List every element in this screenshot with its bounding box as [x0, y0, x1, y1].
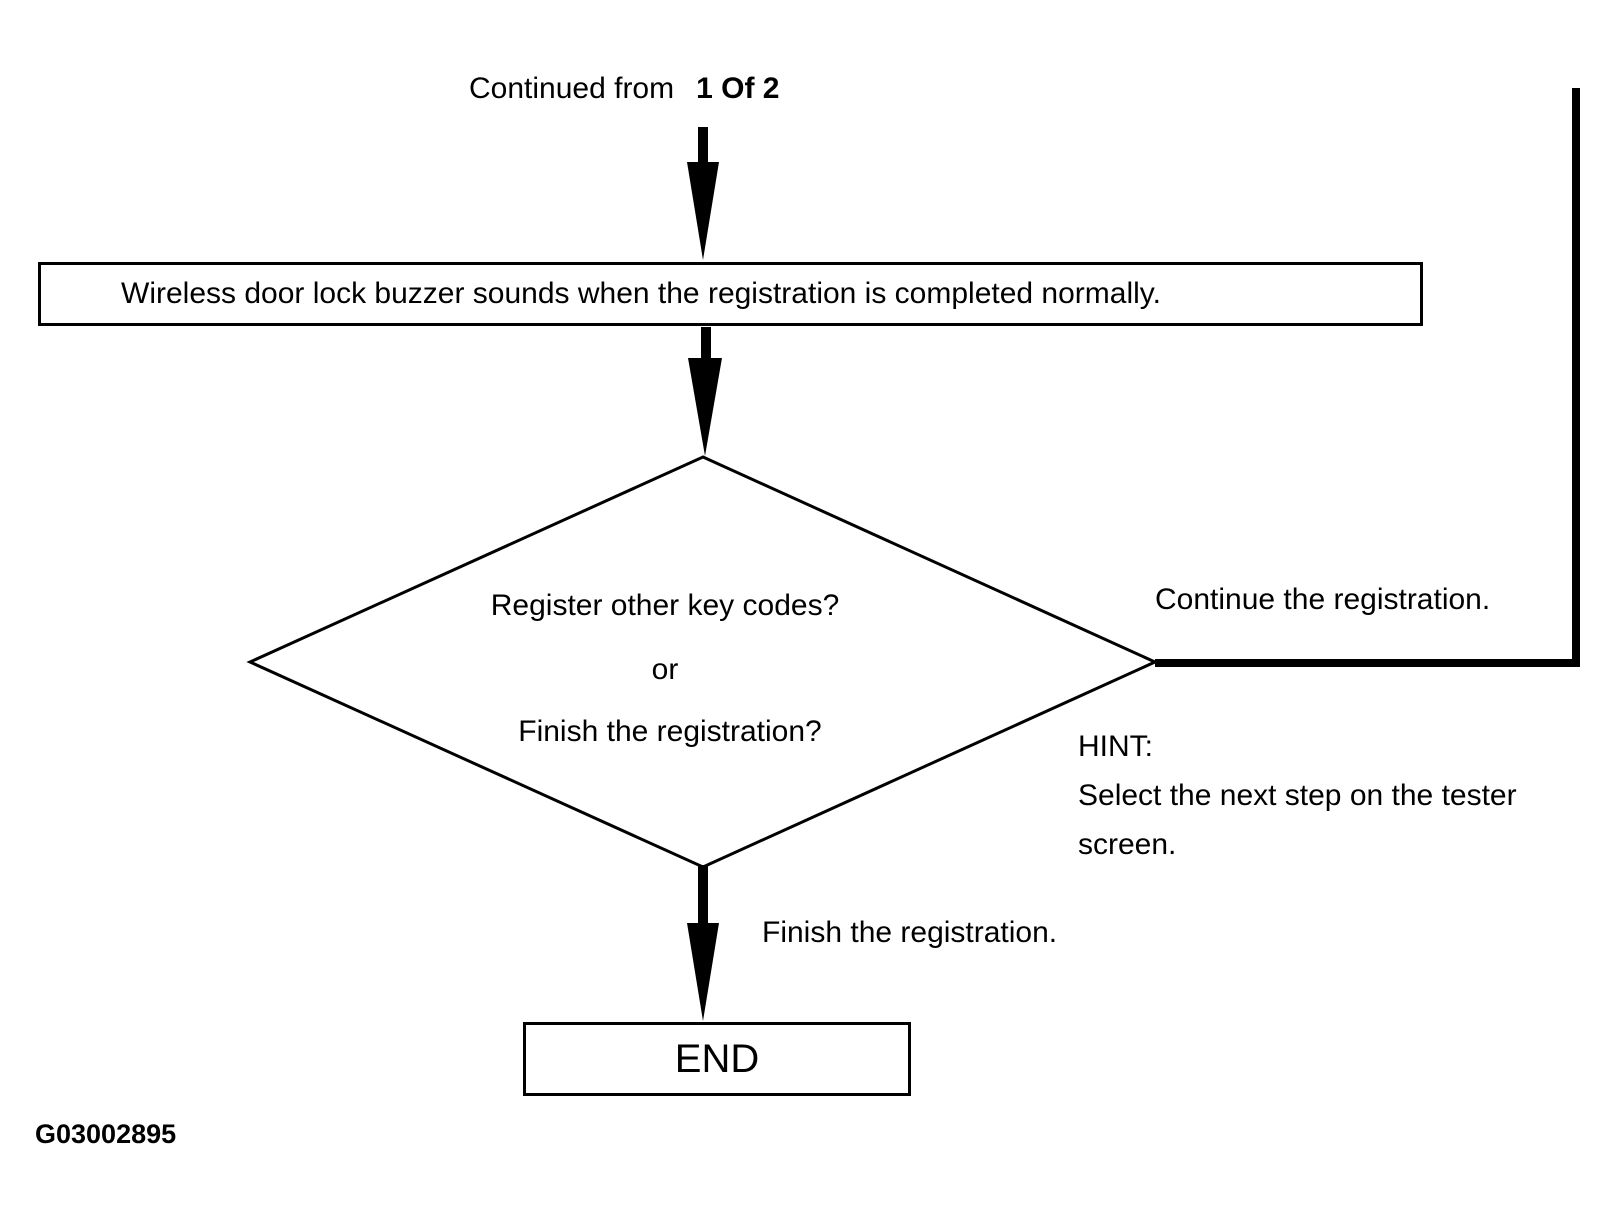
figure-id-label: G03002895	[35, 1119, 177, 1149]
hint-block: HINT: Select the next step on the tester…	[1078, 722, 1517, 869]
end-box-text: END	[674, 1036, 760, 1081]
hint-title: HINT:	[1078, 730, 1153, 763]
process-box-text: Wireless door lock buzzer sounds when th…	[121, 277, 1161, 310]
continued-from-label: Continued from	[469, 72, 675, 105]
edge-label-continue-registration: Continue the registration.	[1155, 583, 1491, 616]
end-box: END	[523, 1022, 911, 1096]
continued-from-page-ref: 1 Of 2	[696, 72, 780, 105]
arrow-down-1-head	[687, 162, 719, 260]
decision-diamond-shape	[246, 455, 1159, 869]
connector-elbow-line	[1155, 88, 1580, 667]
arrow-down-2-head	[688, 358, 722, 456]
continued-from-header: Continued from 1 Of 2	[469, 72, 779, 106]
edge-label-finish-registration: Finish the registration.	[762, 916, 1058, 949]
decision-text-line3: Finish the registration?	[518, 715, 822, 748]
hint-line1: Select the next step on the tester	[1078, 779, 1517, 812]
arrow-down-3-head	[687, 923, 719, 1021]
hint-line2: screen.	[1078, 828, 1177, 861]
process-box-buzzer-sounds: Wireless door lock buzzer sounds when th…	[38, 262, 1423, 326]
arrow-down-2-stem	[701, 327, 711, 362]
decision-text-line2: or	[651, 653, 679, 686]
arrow-down-1-stem	[698, 127, 708, 165]
arrow-down-3-stem	[698, 865, 708, 927]
decision-text-line1: Register other key codes?	[490, 589, 840, 622]
